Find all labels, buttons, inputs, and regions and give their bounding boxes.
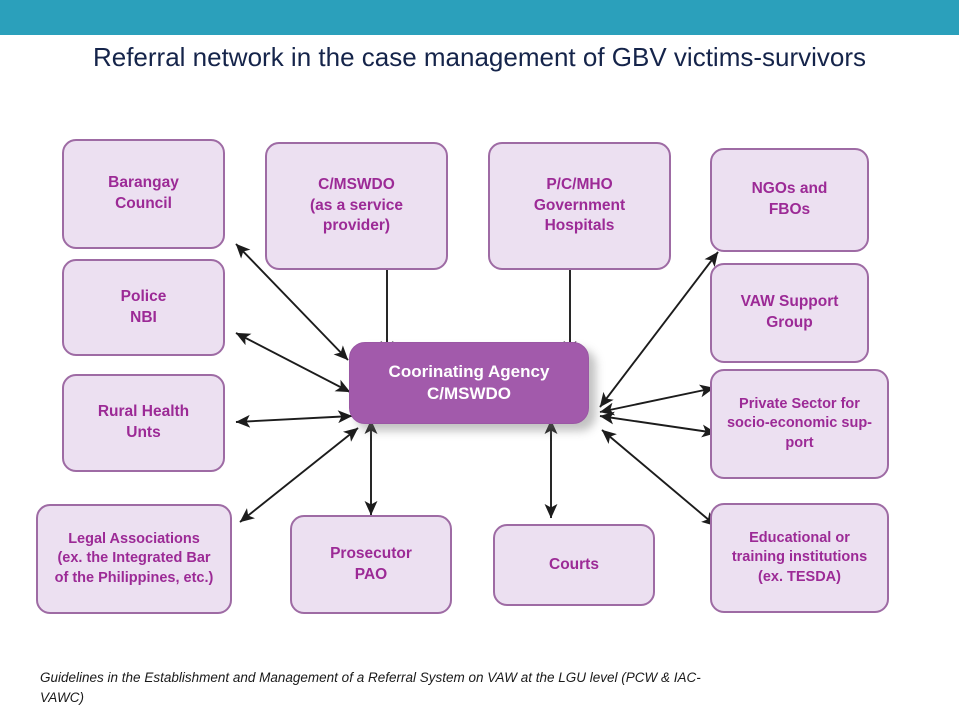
- top-accent-bar: [0, 0, 959, 35]
- node-courts-label: Courts: [549, 555, 599, 573]
- arrow-hub-private-sector: [599, 411, 717, 438]
- arrow-hub-ngos-fbos: [599, 251, 719, 408]
- arrow-hub-educational: [601, 429, 717, 527]
- node-legal-associations[interactable]: Legal Associations(ex. the Integrated Ba…: [36, 504, 232, 614]
- arrow-hub-legal-associations: [239, 427, 359, 523]
- arrow-hub-rural-health: [235, 410, 353, 428]
- arrow-layer: [235, 243, 719, 527]
- arrow-hub-police-nbi: [235, 332, 351, 393]
- arrow-hub-vaw-support: [599, 384, 715, 416]
- node-legal-associations-label: Legal Associations(ex. the Integrated Ba…: [54, 530, 214, 586]
- node-courts[interactable]: Courts: [493, 524, 655, 606]
- source-caption: Guidelines in the Establishment and Mana…: [40, 670, 701, 705]
- page-title: Referral network in the case management …: [92, 42, 867, 72]
